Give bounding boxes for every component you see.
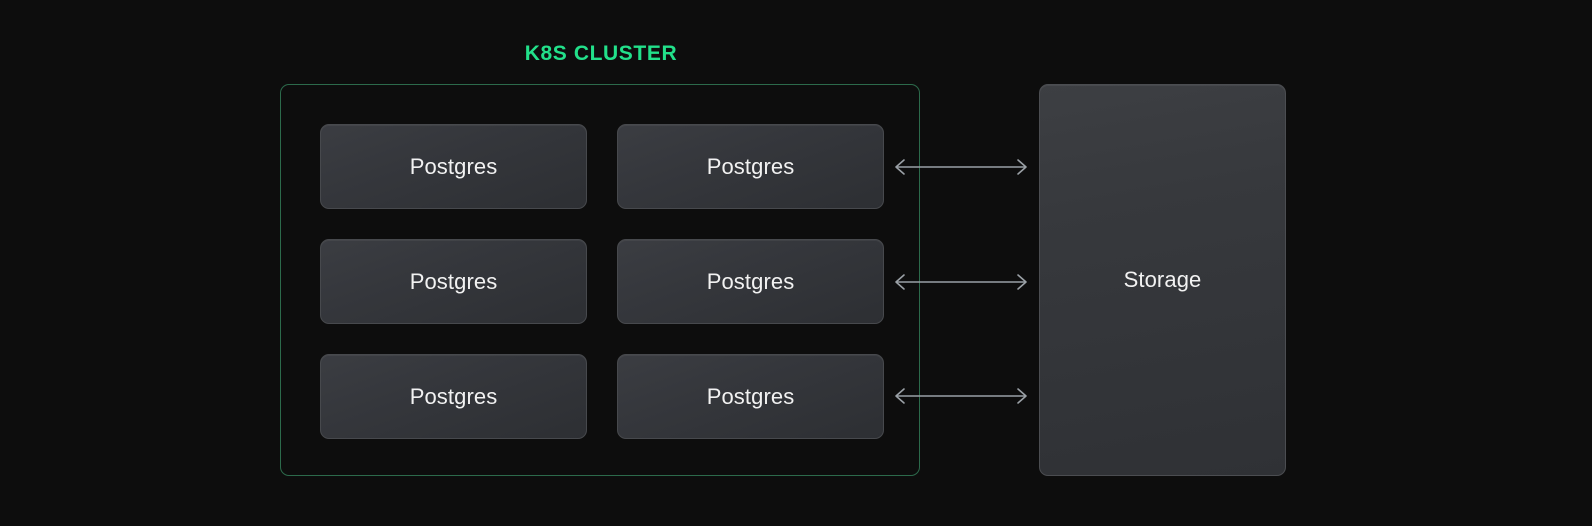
postgres-node-label: Postgres: [409, 153, 498, 179]
bidirectional-arrow-icon: [890, 157, 1032, 177]
postgres-node-label: Postgres: [706, 383, 795, 409]
postgres-node[interactable]: Postgres: [617, 239, 884, 324]
storage-node[interactable]: Storage: [1039, 84, 1286, 476]
bidirectional-arrow-icon: [890, 386, 1032, 406]
bidirectional-arrow-icon: [890, 272, 1032, 292]
postgres-node-grid: Postgres Postgres Postgres Postgres Post…: [320, 124, 884, 440]
postgres-node[interactable]: Postgres: [320, 124, 587, 209]
postgres-node-label: Postgres: [706, 153, 795, 179]
postgres-node-label: Postgres: [409, 268, 498, 294]
postgres-node[interactable]: Postgres: [617, 354, 884, 439]
postgres-node[interactable]: Postgres: [617, 124, 884, 209]
cluster-title: K8S CLUSTER: [524, 42, 678, 65]
postgres-node-label: Postgres: [706, 268, 795, 294]
postgres-node-label: Postgres: [409, 383, 498, 409]
k8s-cluster-boundary: [280, 84, 920, 476]
postgres-node[interactable]: Postgres: [320, 354, 587, 439]
postgres-node[interactable]: Postgres: [320, 239, 587, 324]
storage-node-label: Storage: [1123, 267, 1202, 292]
